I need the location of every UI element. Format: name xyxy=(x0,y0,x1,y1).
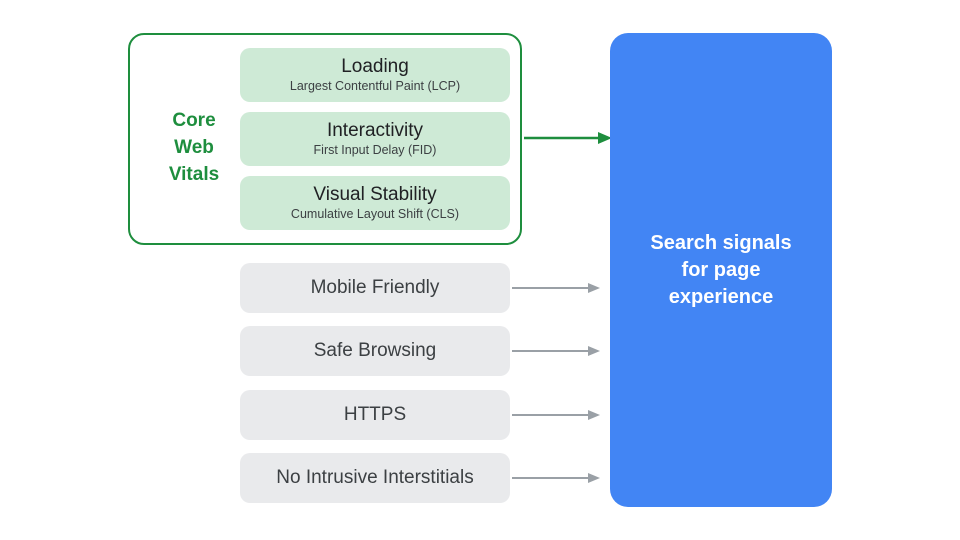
signal-box-safe-browsing: Safe Browsing xyxy=(240,326,510,376)
arrow-gray-icon xyxy=(512,410,600,420)
cwv-visual-stability-subtitle: Cumulative Layout Shift (CLS) xyxy=(290,207,460,221)
arrow-gray-icon xyxy=(512,283,600,293)
signal-no-intrusive-interstitials-label: No Intrusive Interstitials xyxy=(276,467,474,488)
signal-box-no-intrusive-interstitials: No Intrusive Interstitials xyxy=(240,453,510,503)
cwv-box-interactivity: Interactivity First Input Delay (FID) xyxy=(240,112,510,166)
cwv-box-visual-stability: Visual Stability Cumulative Layout Shift… xyxy=(240,176,510,230)
signal-box-https: HTTPS xyxy=(240,390,510,440)
arrow-gray-icon xyxy=(512,473,600,483)
cwv-interactivity-title: Interactivity xyxy=(326,120,424,141)
cwv-interactivity-subtitle: First Input Delay (FID) xyxy=(313,143,437,157)
signal-box-mobile-friendly: Mobile Friendly xyxy=(240,263,510,313)
arrow-green-icon xyxy=(524,132,612,144)
search-signals-label: Search signals for page experience xyxy=(650,231,792,308)
signal-https-label: HTTPS xyxy=(343,404,407,425)
signal-mobile-friendly-label: Mobile Friendly xyxy=(310,277,440,298)
cwv-visual-stability-title: Visual Stability xyxy=(313,184,437,205)
core-web-vitals-label: Core Web Vitals xyxy=(168,110,220,185)
arrow-gray-icon xyxy=(512,346,600,356)
cwv-box-loading: Loading Largest Contentful Paint (LCP) xyxy=(240,48,510,102)
cwv-loading-title: Loading xyxy=(341,56,409,77)
cwv-loading-subtitle: Largest Contentful Paint (LCP) xyxy=(289,79,461,93)
core-web-vitals-group: Core Web Vitals Loading Largest Contentf… xyxy=(128,33,522,245)
signal-safe-browsing-label: Safe Browsing xyxy=(313,340,437,361)
search-signals-result-box: Search signals for page experience xyxy=(610,33,832,507)
